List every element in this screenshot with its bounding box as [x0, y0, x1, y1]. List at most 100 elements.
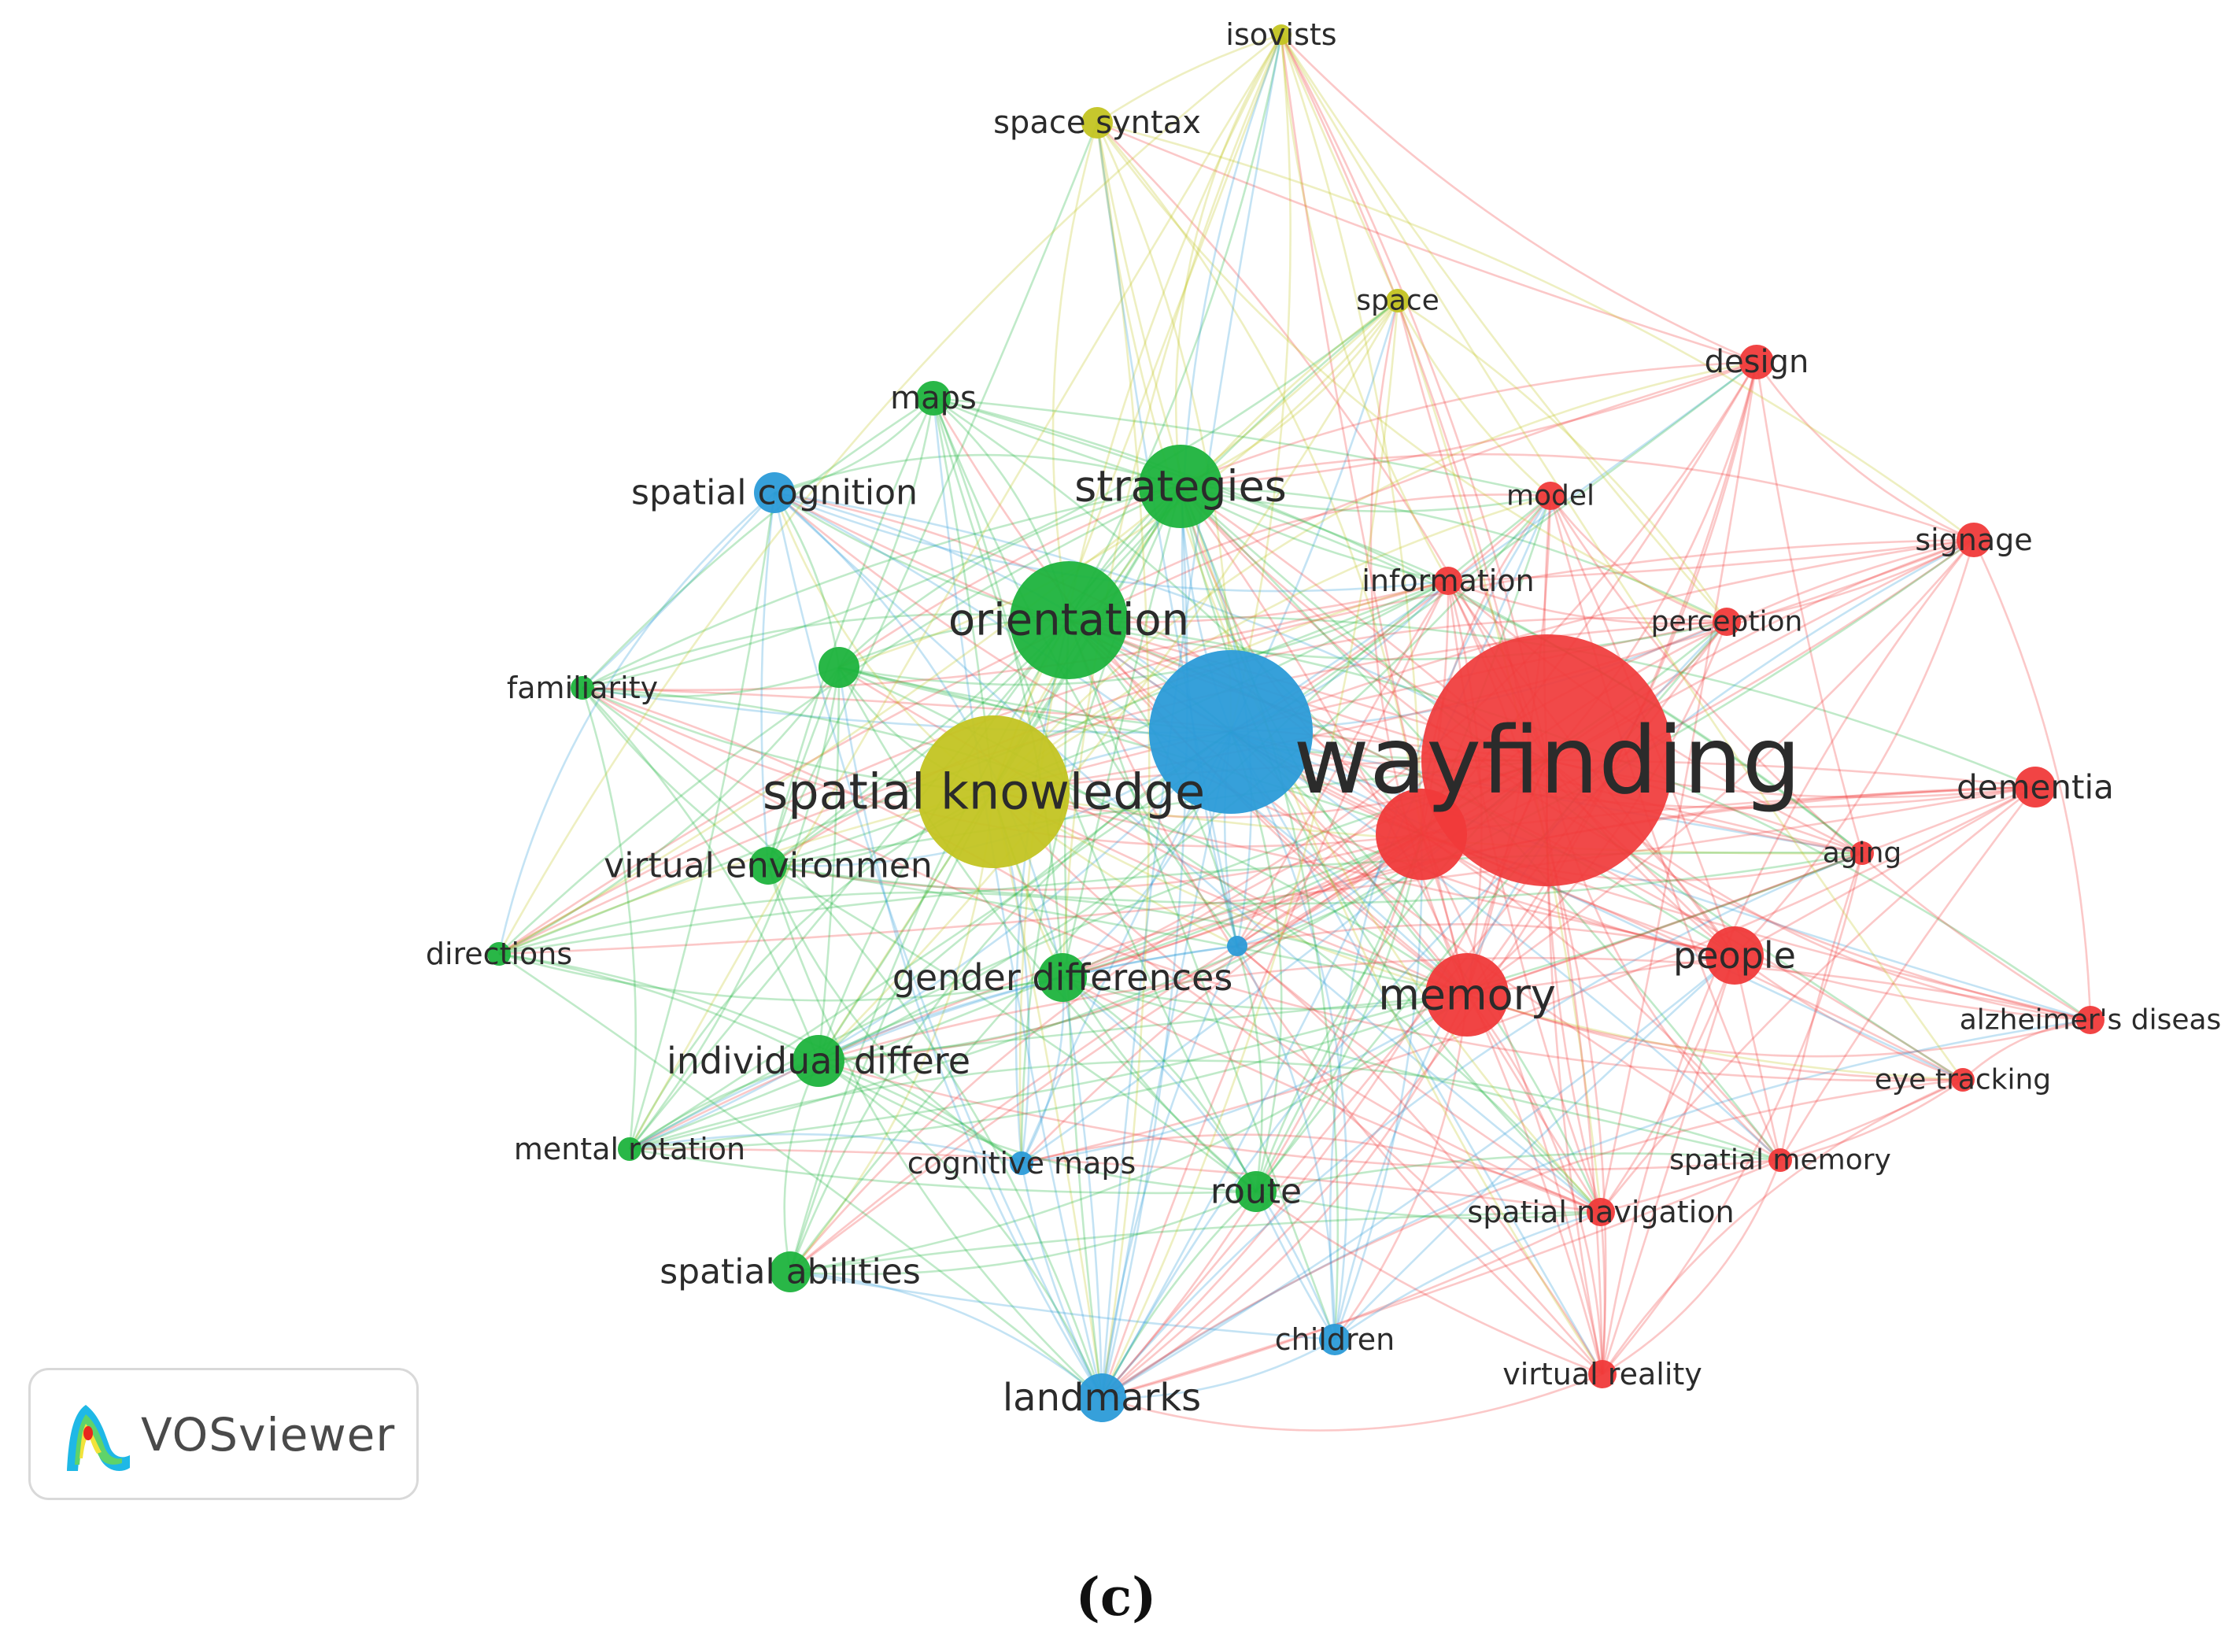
- network-link: [1100, 945, 1239, 1399]
- network-link: [628, 492, 776, 1150]
- node-strategies[interactable]: [1139, 445, 1222, 528]
- node-spatial-memory[interactable]: [1768, 1148, 1792, 1172]
- network-link: [582, 492, 775, 689]
- node-cognitive-maps[interactable]: [1010, 1151, 1033, 1175]
- network-link: [767, 852, 1863, 905]
- node-model[interactable]: [1536, 482, 1565, 510]
- network-link: [1755, 361, 1975, 541]
- network-link: [837, 667, 1103, 1399]
- node-signage[interactable]: [1957, 523, 1991, 557]
- network-link: [932, 397, 1064, 978]
- network-link: [628, 34, 1283, 1150]
- node-spatial-cognition[interactable]: [754, 472, 795, 513]
- label-isovists: isovists: [1225, 17, 1336, 52]
- network-link: [582, 686, 1603, 1375]
- network-link: [1230, 538, 1975, 734]
- network-link: [1101, 1078, 1964, 1399]
- network-link: [1726, 538, 1975, 623]
- network-link: [818, 495, 1551, 1063]
- network-link: [498, 952, 1022, 1165]
- node-perception[interactable]: [1713, 608, 1741, 636]
- network-link: [1466, 539, 1975, 996]
- label-orientation: orientation: [948, 595, 1189, 646]
- network-link: [498, 952, 1103, 1399]
- network-link: [789, 1190, 1257, 1276]
- network-link: [1063, 619, 1103, 1399]
- node-virtual-reality[interactable]: [1588, 1360, 1617, 1388]
- node-green_small[interactable]: [819, 647, 859, 688]
- network-link: [932, 397, 1258, 1192]
- node-children[interactable]: [1319, 1324, 1351, 1355]
- network-link: [1599, 955, 1736, 1213]
- network-link: [1280, 34, 1423, 835]
- vosviewer-logo-icon: [67, 1405, 130, 1471]
- network-link: [1101, 361, 1758, 1399]
- node-familiarity[interactable]: [571, 676, 594, 700]
- network-link: [498, 538, 1975, 955]
- node-memory[interactable]: [1425, 953, 1509, 1037]
- node-aging[interactable]: [1850, 841, 1874, 865]
- network-link: [789, 833, 1422, 1273]
- network-link: [1236, 944, 1604, 1375]
- label-virtual-environmen: virtual environmen: [604, 846, 933, 886]
- node-people[interactable]: [1705, 926, 1764, 985]
- node-gender-differences[interactable]: [1038, 953, 1087, 1002]
- node-eye-tracking[interactable]: [1951, 1068, 1975, 1092]
- network-link: [1062, 976, 1602, 1214]
- node-landmarks[interactable]: [1077, 1373, 1126, 1422]
- node-virtual-environmen[interactable]: [749, 847, 787, 885]
- node-orientation[interactable]: [1010, 561, 1128, 679]
- node-space-syntax[interactable]: [1081, 107, 1113, 139]
- network-link: [1180, 485, 1728, 623]
- node-spatial-abilities[interactable]: [770, 1251, 811, 1292]
- node-directions[interactable]: [487, 942, 511, 966]
- network-link: [1101, 954, 1735, 1399]
- network-link: [773, 492, 1103, 1399]
- network-link: [1051, 122, 1099, 621]
- network-link: [1020, 1162, 1103, 1399]
- network-link: [1067, 34, 1283, 621]
- network-link: [767, 667, 841, 867]
- node-design[interactable]: [1739, 345, 1774, 379]
- node-blue_big[interactable]: [1149, 650, 1313, 814]
- node-wayfinding[interactable]: [1421, 634, 1673, 886]
- node-maps[interactable]: [916, 381, 951, 416]
- network-link: [1096, 33, 1282, 124]
- network-link: [1602, 1159, 1782, 1376]
- network-link: [818, 976, 1063, 1063]
- node-spatial-knowledge[interactable]: [917, 715, 1070, 868]
- label-model: model: [1506, 480, 1595, 512]
- network-link: [498, 485, 1181, 955]
- node-blue_small[interactable]: [1227, 936, 1247, 956]
- network-link: [767, 865, 1103, 1399]
- node-alzheimer-s-diseas[interactable]: [2076, 1006, 2105, 1034]
- network-link: [1062, 833, 1422, 979]
- network-link: [1230, 360, 1757, 734]
- node-spatial-navigation[interactable]: [1587, 1198, 1615, 1226]
- label-gender-differences: gender differences: [892, 956, 1233, 999]
- network-link: [767, 397, 935, 867]
- node-isovists[interactable]: [1271, 24, 1292, 45]
- network-link: [1020, 977, 1065, 1164]
- network-link: [774, 491, 1468, 996]
- network-link: [760, 492, 776, 867]
- network-link: [582, 613, 1070, 689]
- node-wf2[interactable]: [1376, 789, 1467, 880]
- node-mental-rotation[interactable]: [618, 1137, 641, 1161]
- node-dementia[interactable]: [2015, 767, 2056, 808]
- network-link: [1101, 1210, 1602, 1399]
- label-spatial-navigation: spatial navigation: [1467, 1195, 1734, 1229]
- network-link: [1421, 833, 1735, 957]
- network-link: [1179, 486, 1602, 1213]
- network-link: [933, 397, 1551, 497]
- node-information[interactable]: [1434, 567, 1462, 595]
- node-space[interactable]: [1386, 289, 1410, 312]
- network-link: [1280, 34, 1757, 364]
- network-link: [1333, 833, 1423, 1340]
- network-link: [1396, 300, 1551, 497]
- node-route[interactable]: [1236, 1171, 1277, 1212]
- network-link: [497, 492, 775, 955]
- node-individual-differe[interactable]: [793, 1035, 844, 1087]
- network-link: [992, 790, 1735, 957]
